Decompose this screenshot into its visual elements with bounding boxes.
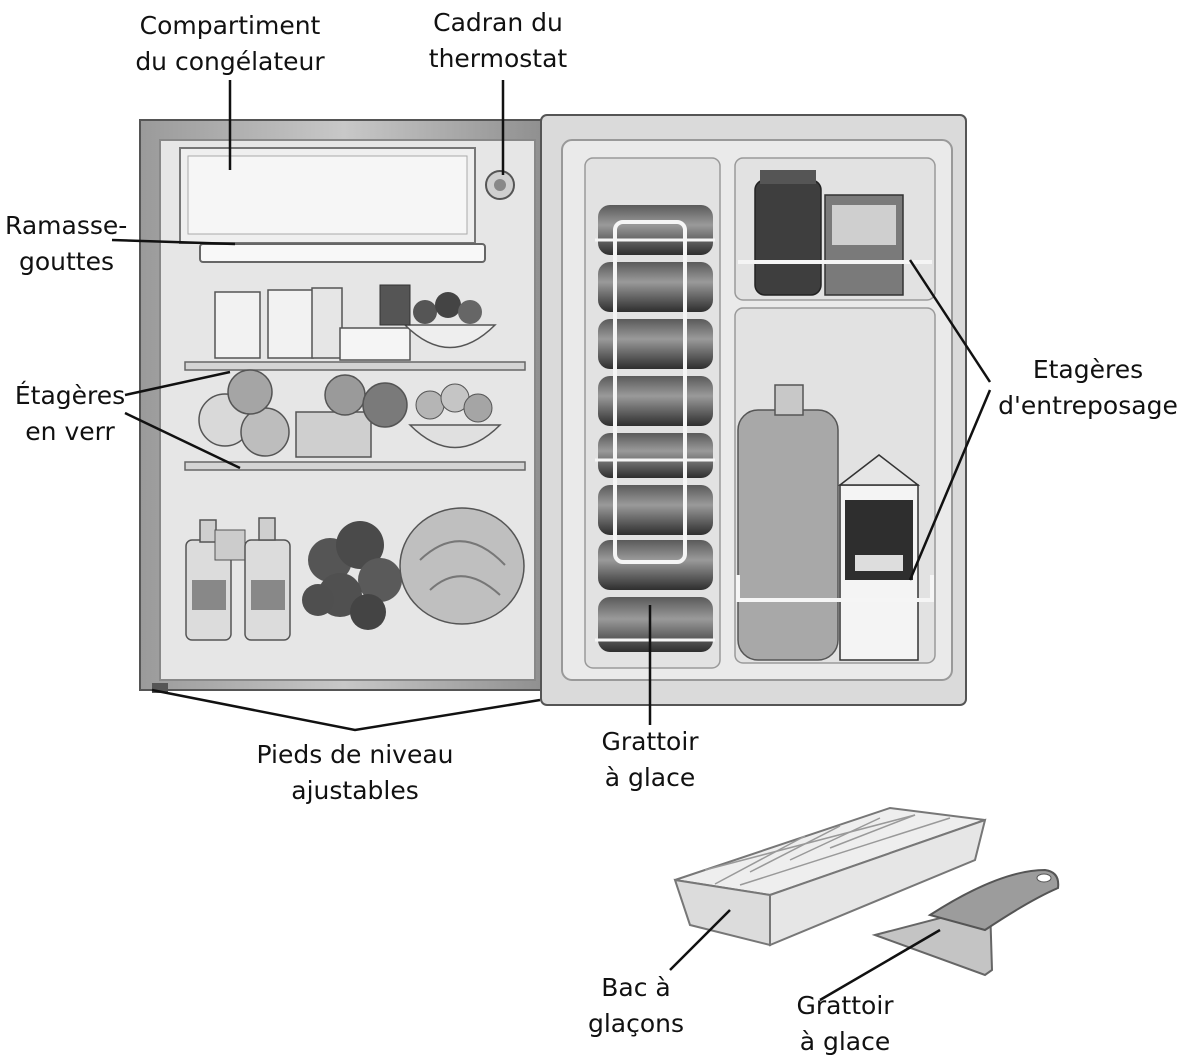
door-scraper-label: Grattoir à glace — [601, 724, 698, 796]
freezer-label-line2: du congélateur — [135, 47, 325, 76]
leveling-feet-label-line2: ajustables — [291, 776, 419, 805]
drip-tray-label-line1: Ramasse- — [5, 211, 128, 240]
freezer-compartment — [179, 147, 476, 244]
storage-shelves-label-line2: d'entreposage — [998, 391, 1178, 420]
glass-shelves-label-line1: Étagères — [14, 381, 126, 410]
fruit-bowl — [379, 284, 497, 349]
ice-tray-label-line2: glaçons — [587, 1009, 685, 1038]
leader-lines — [111, 80, 992, 1002]
glass-shelf-bottom — [184, 461, 526, 471]
cabbage — [399, 507, 525, 625]
milk-carton — [837, 454, 921, 661]
ice-cube-tray-icon — [673, 806, 987, 947]
freezer-label: Compartiment du congélateur — [135, 8, 324, 80]
storage-shelves-label: Etagères d'entreposage — [998, 352, 1178, 424]
accessory-scraper-label-line1: Grattoir — [796, 991, 894, 1020]
accessory-scraper-label-line2: à glace — [799, 1027, 891, 1056]
juice-bottle — [737, 384, 839, 661]
glass-shelf-top — [184, 361, 526, 371]
ice-scraper-icon — [871, 868, 1060, 977]
broccoli — [302, 521, 402, 630]
butter-box — [339, 327, 411, 361]
jar-and-box — [754, 170, 904, 296]
storage-shelves-label-line1: Etagères — [1032, 355, 1144, 384]
bottles — [185, 517, 291, 641]
drip-tray — [199, 243, 486, 263]
door-scraper-label-line2: à glace — [604, 763, 696, 792]
thermostat-dial — [485, 170, 515, 200]
yogurt-cups — [214, 287, 343, 359]
accessory-scraper-label: Grattoir à glace — [796, 988, 893, 1060]
glass-shelves-label: Étagères en verr — [15, 378, 125, 450]
thermostat-label-line2: thermostat — [428, 44, 568, 73]
door-scraper-label-line1: Grattoir — [601, 727, 699, 756]
leveling-feet-label: Pieds de niveau ajustables — [256, 737, 453, 809]
drip-tray-label-line2: gouttes — [19, 247, 115, 276]
drip-tray-label: Ramasse- gouttes — [5, 208, 127, 280]
ice-tray-label: Bac à glaçons — [588, 970, 684, 1042]
ice-tray-label-line1: Bac à — [601, 973, 671, 1002]
thermostat-label-line1: Cadran du — [433, 8, 563, 37]
fridge-icon — [139, 119, 556, 700]
thermostat-label: Cadran du thermostat — [429, 5, 567, 77]
freezer-label-line1: Compartiment — [139, 11, 321, 40]
produce-middle-shelf — [198, 369, 502, 458]
leveling-feet-label-line1: Pieds de niveau — [256, 740, 454, 769]
glass-shelves-label-line2: en verr — [25, 417, 115, 446]
leveling-foot-left — [152, 683, 168, 693]
open-door — [540, 114, 967, 706]
